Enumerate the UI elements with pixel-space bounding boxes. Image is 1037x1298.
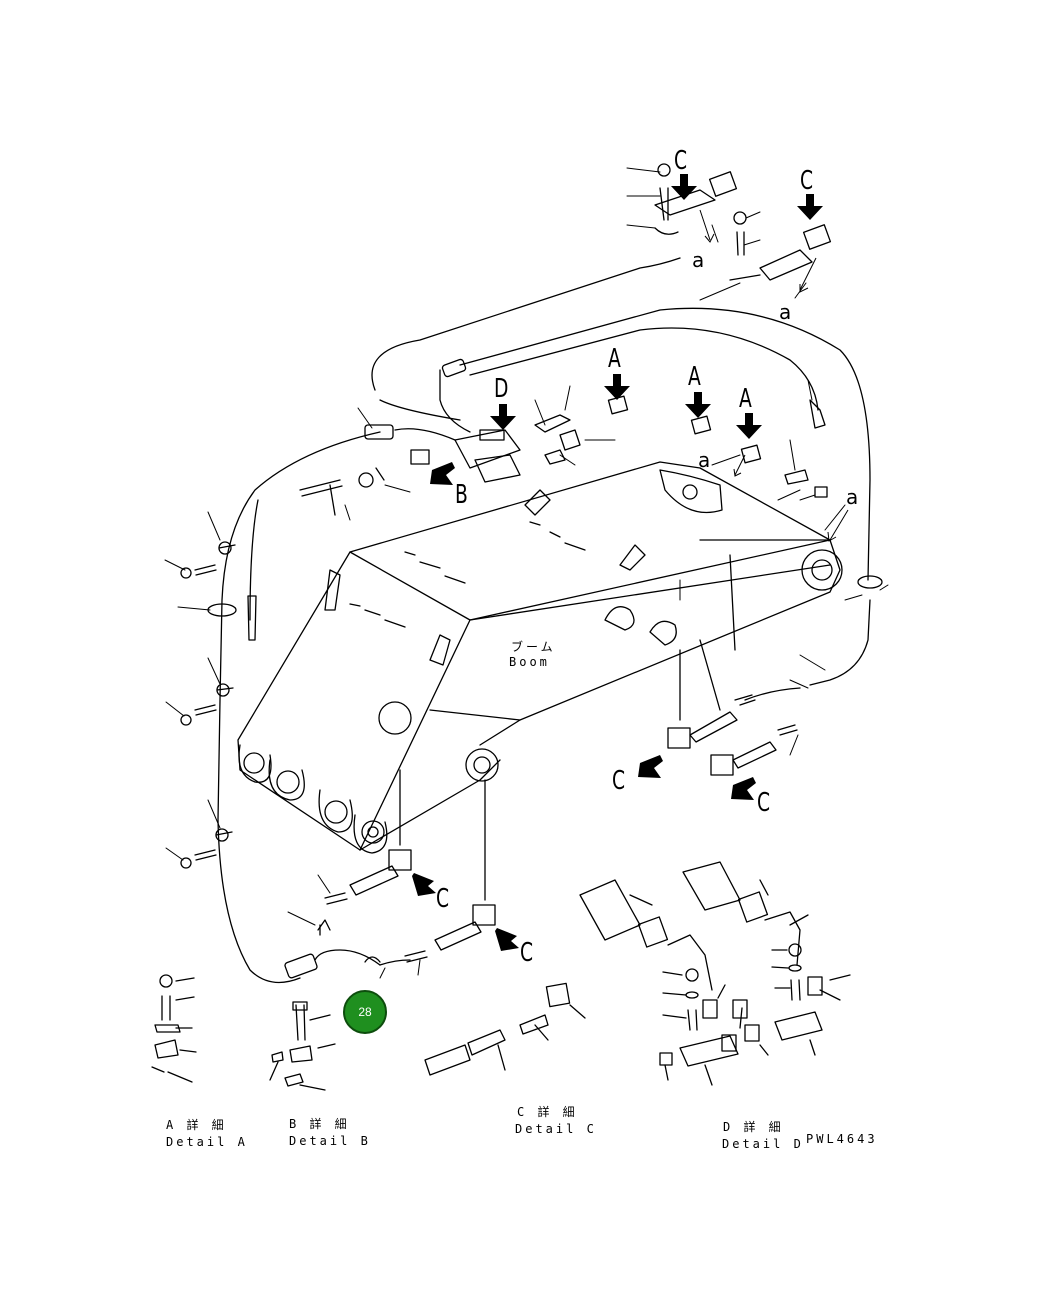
hose-routing [217, 257, 871, 984]
arrow-c-1 [638, 755, 663, 778]
label-c-top-1: C [674, 146, 688, 176]
arrow-c-2 [731, 777, 756, 800]
arrow-b [430, 462, 455, 485]
detail-a-en: Detail A [166, 1135, 248, 1149]
arrow-c-top-2 [797, 194, 823, 220]
detail-c-jp: C 詳 細 [517, 1105, 578, 1119]
detail-parts [151, 861, 851, 1091]
arrow-c-top-1 [671, 174, 697, 200]
arrows [412, 174, 823, 951]
drawing-code: PWL4643 [806, 1132, 878, 1146]
label-b: B [455, 480, 468, 510]
detail-d-en: Detail D [722, 1137, 804, 1151]
label-c-2: C [757, 788, 771, 818]
detail-a-jp: A 詳 細 [166, 1118, 227, 1132]
detail-c-en: Detail C [515, 1122, 597, 1136]
detail-b-jp: B 詳 細 [289, 1117, 350, 1131]
arrow-a-1 [604, 374, 630, 400]
boom-label-en: Boom [509, 655, 550, 669]
fittings [180, 163, 883, 979]
label-c-top-2: C [800, 166, 814, 196]
label-c-1: C [612, 766, 626, 796]
label-a-small-2: a [779, 300, 792, 324]
callout-28[interactable]: 28 [343, 990, 387, 1034]
arrow-c-3 [412, 873, 436, 896]
detail-d-jp: D 詳 細 [723, 1120, 784, 1134]
boom-body [237, 461, 843, 854]
label-a-small-3: a [698, 448, 711, 472]
arrow-a-2 [685, 392, 711, 418]
label-a-2: A [688, 362, 701, 392]
arrow-a-3 [736, 413, 762, 439]
label-a-small-1: a [692, 248, 705, 272]
boom-label-jp: ブーム [511, 640, 556, 654]
arrow-d [490, 404, 516, 430]
leader-lines [164, 167, 889, 979]
arrow-c-4 [495, 928, 519, 951]
label-a-1: A [608, 344, 621, 374]
label-d: D [494, 374, 509, 404]
label-c-4: C [520, 938, 534, 968]
label-a-small-4: a [846, 485, 859, 509]
label-a-3: A [739, 384, 752, 414]
label-c-3: C [436, 884, 450, 914]
detail-b-en: Detail B [289, 1134, 371, 1148]
